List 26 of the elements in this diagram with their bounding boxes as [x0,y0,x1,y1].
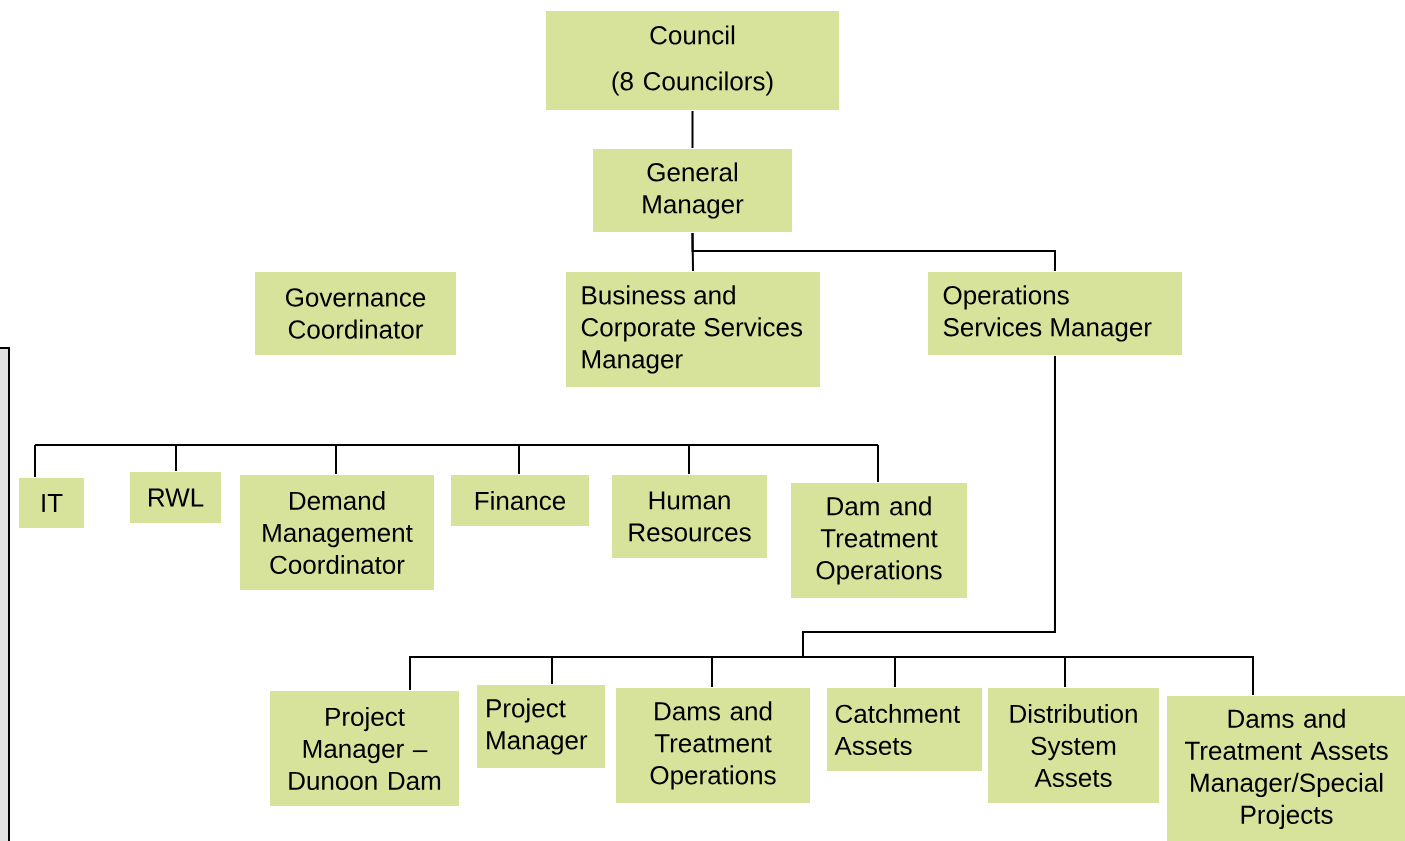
connector-line [691,110,694,149]
connector-line [34,444,36,478]
org-box: General Manager [593,149,792,232]
org-box: Finance [451,475,589,526]
connector-line [335,444,337,475]
org-box: Human Resources [612,475,767,558]
org-box: RWL [130,472,221,523]
org-box: Demand Management Coordinator [240,475,434,590]
org-box: Governance Coordinator [255,272,456,355]
org-box: Dam and Treatment Operations [791,483,967,598]
org-box: Council (8 Councilors) [546,11,839,110]
connector-line [518,444,520,475]
connector-line [175,444,177,472]
org-box: Operations Services Manager [928,272,1182,355]
connector-line [802,355,1254,696]
org-box: Project Manager [477,685,605,768]
org-box: Project Manager – Dunoon Dam [270,691,459,806]
org-box: Business and Corporate Services Manager [566,272,820,387]
org-box: IT [19,478,84,528]
org-box: Catchment Assets [827,688,982,771]
org-box: Distribution System Assets [988,688,1159,803]
connector-line [877,444,879,483]
org-box: Dams and Treatment Operations [616,688,810,803]
org-box: Dams and Treatment Assets Manager/Special Projects [1167,696,1405,841]
connector-line [691,232,1056,272]
connector-line [688,444,690,475]
